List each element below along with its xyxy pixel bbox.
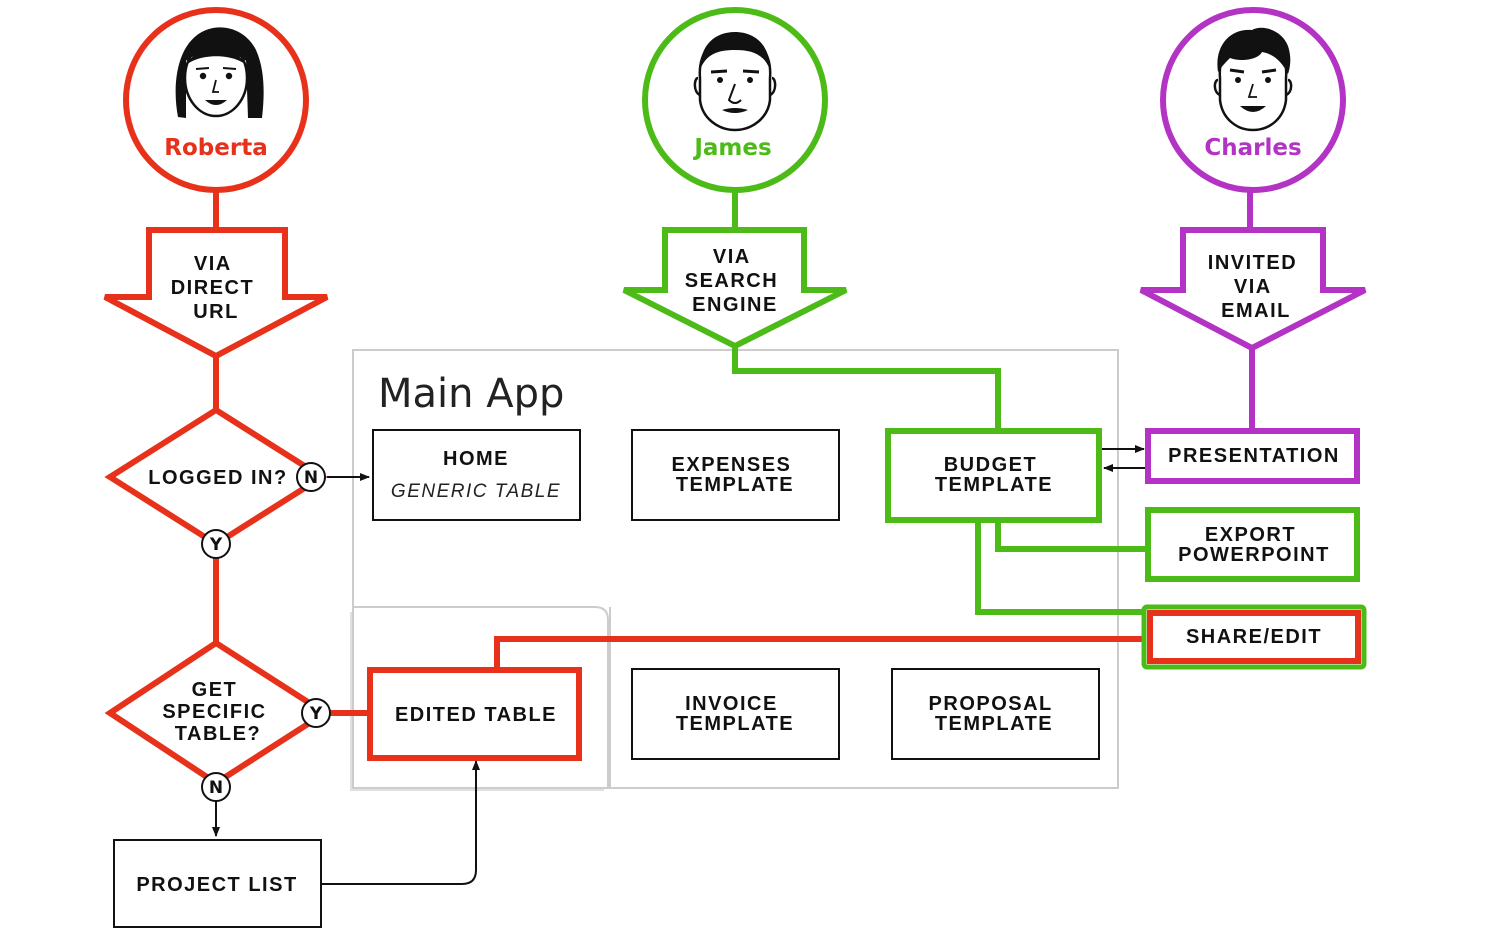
box-project-list: PROJECT LIST xyxy=(113,839,322,928)
entry-direct-url-line2: DIRECT xyxy=(171,277,254,299)
roberta-name: Roberta xyxy=(164,135,267,161)
logged-in-no-badge xyxy=(296,462,326,492)
persona-james: James xyxy=(642,7,828,193)
box-export-line2: POWERPOINT xyxy=(1178,544,1330,566)
decision-logged-in-label: LOGGED IN? xyxy=(148,467,287,489)
entry-search-engine-line3: ENGINE xyxy=(692,294,778,316)
box-expenses-line2: TEMPLATE xyxy=(676,474,794,496)
specific-yes-label: Y xyxy=(309,704,323,724)
box-invoice-line2: TEMPLATE xyxy=(676,713,794,735)
box-export-line1: EXPORT xyxy=(1205,524,1296,546)
box-presentation: PRESENTATION xyxy=(1145,428,1360,484)
entry-invited-email-line1: INVITED xyxy=(1208,252,1297,274)
connectors xyxy=(212,188,1255,885)
specific-yes-badge xyxy=(301,698,331,728)
decision-specific-line1: GET xyxy=(192,679,238,701)
james-face-icon xyxy=(693,32,777,132)
svg-text:VIA SEARCH ENGINE: VIA SEARCH ENGINE xyxy=(685,246,786,316)
budget-share-line xyxy=(975,521,1144,615)
persona-roberta: Roberta xyxy=(123,7,309,193)
svg-text:INVOICE TEMPLATE: INVOICE TEMPLATE xyxy=(676,693,794,735)
decision-logged-in: LOGGED IN? N Y xyxy=(104,406,328,559)
budget-export-line xyxy=(995,521,1148,552)
box-edited-table-label: EDITED TABLE xyxy=(395,704,557,726)
box-budget-template: BUDGET TEMPLATE xyxy=(885,428,1102,523)
box-invoice-line1: INVOICE xyxy=(685,693,778,715)
logged-in-no-label: N xyxy=(304,468,318,488)
box-home: HOME GENERIC TABLE xyxy=(372,429,581,521)
box-share-edit-label: SHARE/EDIT xyxy=(1186,626,1322,648)
entry-invited-email-line3: EMAIL xyxy=(1221,300,1291,322)
entry-invited-email-line2: VIA xyxy=(1234,276,1271,298)
box-share-edit: SHARE/EDIT xyxy=(1141,604,1367,670)
james-line-budget xyxy=(732,346,1001,431)
svg-text:EXPORT POWERPOINT: EXPORT POWERPOINT xyxy=(1178,524,1330,566)
entry-arrow-invited-email: INVITED VIA EMAIL xyxy=(1139,227,1367,352)
decision-specific-line3: TABLE? xyxy=(175,723,261,745)
svg-text:EXPENSES TEMPLATE: EXPENSES TEMPLATE xyxy=(672,454,799,496)
roberta-face-icon xyxy=(175,27,264,118)
specific-no-badge xyxy=(201,772,231,802)
main-app-container: Main App xyxy=(350,349,1119,791)
svg-text:INVITED VIA EMAIL: INVITED VIA EMAIL xyxy=(1208,252,1304,322)
charles-face-icon xyxy=(1213,27,1293,132)
entry-arrow-direct-url: VIA DIRECT URL xyxy=(103,227,329,360)
entry-direct-url-line1: VIA xyxy=(194,253,231,275)
entry-direct-url-line3: URL xyxy=(193,301,239,323)
persona-charles: Charles xyxy=(1160,7,1346,193)
logged-in-yes-label: Y xyxy=(209,535,223,555)
logged-in-yes-badge xyxy=(201,529,231,559)
box-proposal-line1: PROPOSAL xyxy=(929,693,1053,715)
project-list-arrow xyxy=(322,760,480,885)
entry-search-engine-line2: SEARCH xyxy=(685,270,778,292)
box-home-title: HOME xyxy=(443,448,509,470)
box-expenses-template: EXPENSES TEMPLATE xyxy=(631,429,840,521)
specific-no-label: N xyxy=(209,778,223,798)
share-edit-line xyxy=(494,636,1148,668)
james-name: James xyxy=(692,135,771,161)
box-proposal-template: PROPOSAL TEMPLATE xyxy=(891,668,1100,760)
box-export-powerpoint: EXPORT POWERPOINT xyxy=(1145,507,1360,582)
entry-arrow-search-engine: VIA SEARCH ENGINE xyxy=(622,227,848,350)
box-invoice-template: INVOICE TEMPLATE xyxy=(631,668,840,760)
box-budget-line2: TEMPLATE xyxy=(935,474,1053,496)
box-edited-table: EDITED TABLE xyxy=(367,667,582,761)
entry-search-engine-line1: VIA xyxy=(713,246,750,268)
decision-specific-line2: SPECIFIC xyxy=(162,701,266,723)
box-project-list-label: PROJECT LIST xyxy=(136,874,297,896)
box-presentation-label: PRESENTATION xyxy=(1168,445,1340,467)
charles-name: Charles xyxy=(1204,135,1301,161)
main-app-title: Main App xyxy=(378,371,564,417)
box-budget-line1: BUDGET xyxy=(944,454,1037,476)
box-expenses-line1: EXPENSES xyxy=(672,454,792,476)
box-home-subtitle: GENERIC TABLE xyxy=(391,481,561,502)
svg-text:VIA DIRECT URL: VIA DIRECT URL xyxy=(171,253,262,323)
decision-specific-table: GET SPECIFIC TABLE? Y N xyxy=(104,639,331,802)
svg-text:GET SPECIFIC TABLE: GET SPECIFIC TABLE? xyxy=(162,679,273,745)
svg-text:BUDGET TEMPLATE: BUDGET TEMPLATE xyxy=(935,454,1053,496)
svg-text:PROPOSAL TEMPLATE: PROPOSAL TEMPLATE xyxy=(929,693,1060,735)
box-proposal-line2: TEMPLATE xyxy=(935,713,1053,735)
